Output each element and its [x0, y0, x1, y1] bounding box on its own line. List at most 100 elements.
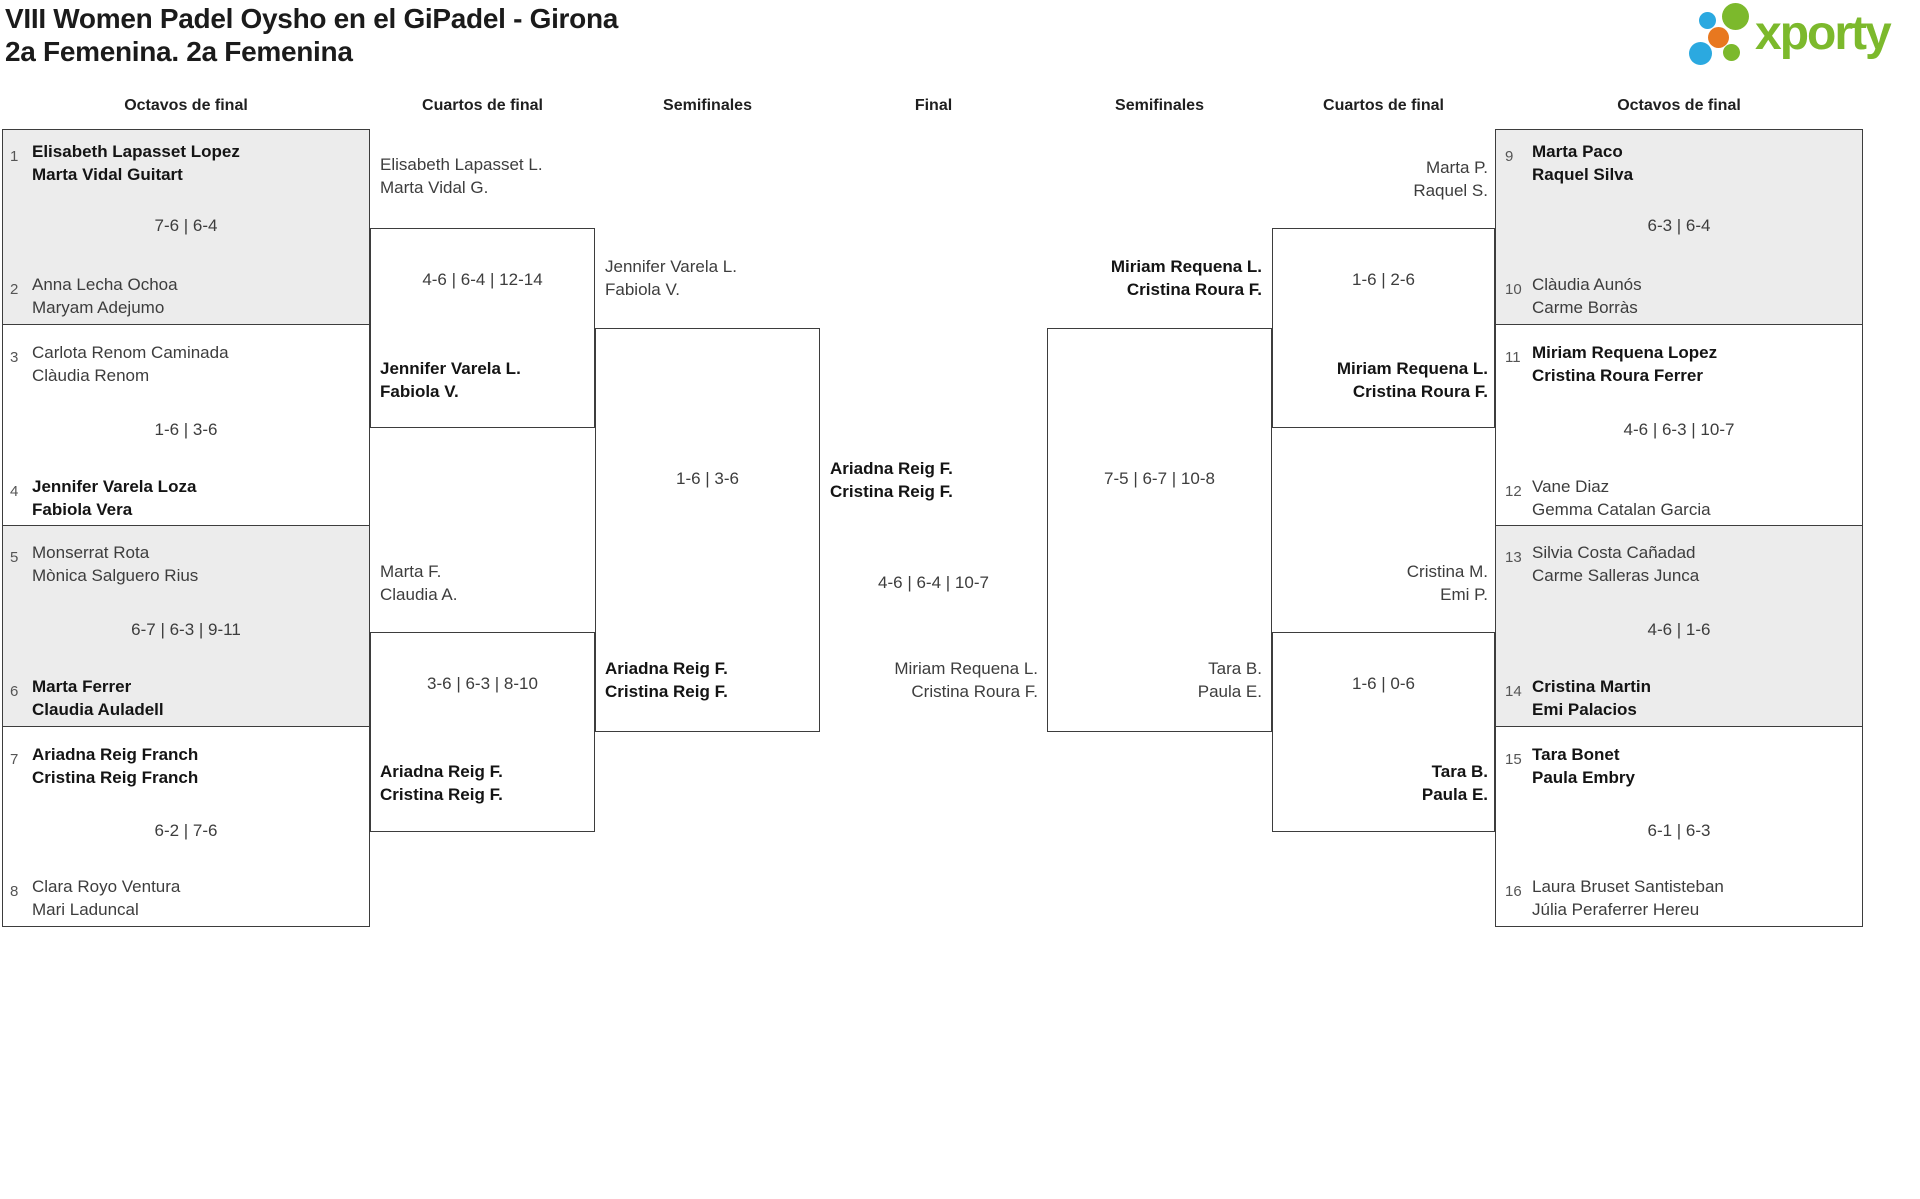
player-line: Carme Salleras Junca — [1532, 566, 1700, 585]
sf-right-box — [1047, 328, 1272, 732]
player-line: Paula E. — [1421, 785, 1488, 804]
team-names: Miriam Requena L. Cristina Roura F. — [820, 657, 1038, 703]
player-line: Fabiola Vera — [32, 500, 133, 519]
player-line: Maryam Adejumo — [32, 298, 165, 317]
sf-left-box — [595, 328, 820, 732]
player-line: Raquel Silva — [1532, 165, 1634, 184]
player-line: Laura Bruset Santisteban — [1532, 877, 1724, 896]
team-names: Ariadna Reig F. Cristina Reig F. — [380, 760, 503, 806]
player-line: Tara B. — [1208, 659, 1262, 678]
logo-dot-green-large-icon — [1722, 3, 1749, 30]
seed-number: 8 — [10, 883, 19, 900]
round-header-qf-right: Cuartos de final — [1323, 97, 1444, 114]
player-line: Mònica Salguero Rius — [32, 566, 199, 585]
player-line: Raquel S. — [1413, 181, 1488, 200]
player-line: Cristina Reig F. — [380, 785, 503, 804]
match-score: 4-6 | 6-4 | 12-14 — [422, 270, 543, 289]
player-line: Vane Diaz — [1532, 477, 1610, 496]
team-names: Marta P. Raquel S. — [1280, 156, 1488, 202]
team-names: Clara Royo Ventura Mari Laduncal — [32, 875, 180, 921]
seed-number: 1 — [10, 148, 19, 165]
team-names: Miriam Requena L. Cristina Roura F. — [1052, 255, 1262, 301]
player-line: Silvia Costa Cañadad — [1532, 543, 1696, 562]
qf-left-bottom-box — [370, 632, 595, 832]
seed-number: 2 — [10, 281, 19, 298]
team-names: Tara B. Paula E. — [1280, 760, 1488, 806]
player-line: Cristina Martin — [1532, 677, 1652, 696]
match-score: 4-6 | 6-3 | 10-7 — [1623, 420, 1735, 439]
round-header-sf-right: Semifinales — [1115, 97, 1204, 114]
team-names: Marta Ferrer Claudia Auladell — [32, 675, 164, 721]
match-score: 7-5 | 6-7 | 10-8 — [1104, 469, 1215, 488]
seed-number: 12 — [1505, 483, 1522, 500]
player-line: Cristina Roura Ferrer — [1532, 366, 1703, 385]
player-line: Marta P. — [1425, 158, 1488, 177]
player-line: Elisabeth Lapasset Lopez — [32, 142, 240, 161]
team-names: Jennifer Varela L. Fabiola V. — [605, 255, 737, 301]
team-names: Jennifer Varela Loza Fabiola Vera — [32, 475, 196, 521]
team-names: Miriam Requena Lopez Cristina Roura Ferr… — [1532, 341, 1717, 387]
player-line: Jennifer Varela Loza — [32, 477, 197, 496]
team-names: Miriam Requena L. Cristina Roura F. — [1280, 357, 1488, 403]
seed-number: 3 — [10, 349, 19, 366]
team-names: Marta F. Claudia A. — [380, 560, 458, 606]
team-names: Tara B. Paula E. — [1052, 657, 1262, 703]
player-line: Anna Lecha Ochoa — [32, 275, 178, 294]
player-line: Miriam Requena L. — [894, 659, 1038, 678]
player-line: Cristina Reig F. — [605, 682, 728, 701]
match-score: 1-6 | 0-6 — [1351, 674, 1415, 693]
logo-text: xporty — [1755, 7, 1892, 60]
logo-dot-blue-small-icon — [1699, 12, 1716, 29]
seed-number: 13 — [1505, 549, 1522, 566]
match-score: 3-6 | 6-3 | 8-10 — [427, 674, 538, 693]
xporty-logo[interactable]: xporty — [1685, 0, 1915, 75]
round-header-r16-left: Octavos de final — [124, 97, 248, 114]
player-line: Paula Embry — [1532, 768, 1635, 787]
seed-number: 15 — [1505, 751, 1522, 768]
team-names: Carlota Renom Caminada Clàudia Renom — [32, 341, 229, 387]
match-cell — [3, 130, 369, 325]
player-line: Marta Vidal G. — [380, 178, 489, 197]
qf-right-bottom-box — [1272, 632, 1495, 832]
seed-number: 6 — [10, 683, 19, 700]
match-score: 6-1 | 6-3 — [1647, 821, 1711, 840]
player-line: Miriam Requena Lopez — [1532, 343, 1718, 362]
player-line: Júlia Peraferrer Hereu — [1532, 900, 1700, 919]
team-names: Jennifer Varela L. Fabiola V. — [380, 357, 521, 403]
team-names: Clàudia Aunós Carme Borràs — [1532, 273, 1642, 319]
player-line: Cristina Roura F. — [1126, 280, 1262, 299]
player-line: Fabiola V. — [605, 280, 680, 299]
team-names: Ariadna Reig Franch Cristina Reig Franch — [32, 743, 198, 789]
team-names: Vane Diaz Gemma Catalan Garcia — [1532, 475, 1711, 521]
player-line: Clara Royo Ventura — [32, 877, 181, 896]
qf-right-top-box — [1272, 228, 1495, 428]
qf-left-top-box — [370, 228, 595, 428]
match-score: 6-2 | 7-6 — [154, 821, 218, 840]
match-score: 6-7 | 6-3 | 9-11 — [131, 620, 241, 639]
team-names: Tara Bonet Paula Embry — [1532, 743, 1635, 789]
match-cell — [3, 526, 369, 727]
tournament-name: VIII Women Padel Oysho en el GiPadel - G… — [5, 3, 619, 34]
player-line: Cristina Roura F. — [911, 682, 1038, 701]
team-names: Elisabeth Lapasset L. Marta Vidal G. — [380, 153, 543, 199]
team-names: Ariadna Reig F. Cristina Reig F. — [605, 657, 728, 703]
player-line: Clàudia Aunós — [1532, 275, 1642, 294]
player-line: Marta F. — [380, 562, 442, 581]
seed-number: 10 — [1505, 281, 1522, 298]
player-line: Jennifer Varela L. — [605, 257, 737, 276]
seed-number: 16 — [1505, 883, 1522, 900]
player-line: Monserrat Rota — [32, 543, 150, 562]
player-line: Claudia A. — [380, 585, 458, 604]
seed-number: 7 — [10, 751, 19, 768]
player-line: Ariadna Reig F. — [830, 459, 953, 478]
seed-number: 14 — [1505, 683, 1522, 700]
team-names: Marta Paco Raquel Silva — [1532, 140, 1633, 186]
player-line: Claudia Auladell — [32, 700, 164, 719]
match-cell — [3, 325, 369, 526]
player-line: Miriam Requena L. — [1336, 359, 1488, 378]
team-names: Cristina M. Emi P. — [1280, 560, 1488, 606]
logo-dot-green-small-icon — [1723, 44, 1740, 61]
match-cell — [1496, 526, 1862, 727]
match-score: 6-3 | 6-4 — [1647, 216, 1711, 235]
